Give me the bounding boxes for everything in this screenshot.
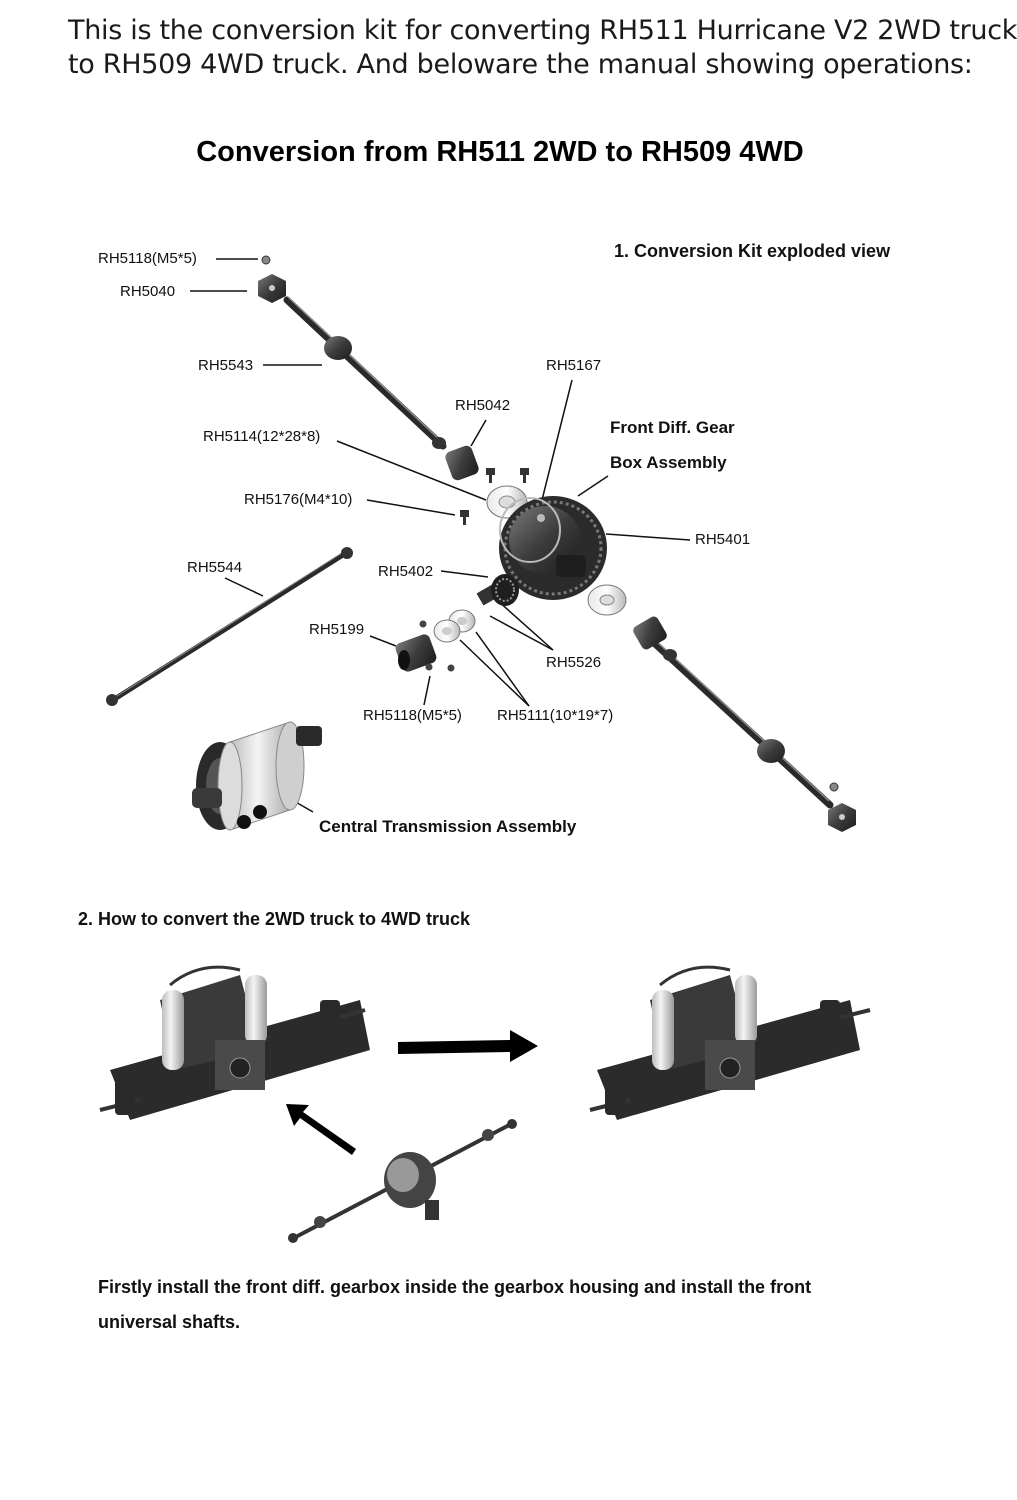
instruction-line-1: Firstly install the front diff. gearbox … [98,1277,812,1297]
label-front-diff-2: Box Assembly [610,453,727,472]
label-front-diff-1: Front Diff. Gear [610,418,735,437]
label-rh5199: RH5199 [309,621,365,638]
hex-hub-right [828,803,856,832]
label-rh5118-bottom: RH5118(M5*5) [363,707,462,724]
arrow-right [398,1030,538,1062]
intro-line-2: to RH509 4WD truck. And beloware the man… [68,49,973,80]
label-rh5176: RH5176(M4*10) [244,491,353,508]
central-transmission [192,721,322,831]
pinion-gear-rh5402 [476,574,519,606]
cup-rh5199 [395,634,437,672]
label-rh5401: RH5401 [695,531,751,548]
driveshaft-right [633,616,834,809]
label-rh5040: RH5040 [120,283,176,300]
label-rh5526: RH5526 [546,654,602,671]
front-diff-gear-rh5401 [499,496,607,600]
intro-text: This is the conversion kit for convertin… [68,14,1017,82]
leader-lines [190,258,691,813]
bearings-rh5111 [433,609,476,643]
label-rh5111: RH5111(10*19*7) [497,707,614,724]
label-rh5114: RH5114(12*28*8) [203,428,321,445]
label-rh5402: RH5402 [378,563,434,580]
dogbone-rh5544 [106,547,353,706]
arrow-up-left [286,1104,356,1155]
bolts [460,468,529,525]
chassis-2wd-illustration [99,965,370,1120]
intro-line-1: This is the conversion kit for convertin… [68,15,1017,46]
label-rh5167: RH5167 [546,357,602,374]
document-title: Conversion from RH511 2WD to RH509 4WD [196,136,804,168]
section-1-heading: 1. Conversion Kit exploded view [614,241,891,261]
set-screws-lower [419,620,455,672]
hex-hub-rh5040 [258,274,286,303]
instruction-text: Firstly install the front diff. gearbox … [98,1270,918,1340]
label-rh5544: RH5544 [187,559,243,576]
section-2-heading: 2. How to convert the 2WD truck to 4WD t… [78,909,471,929]
instruction-line-2: universal shafts. [98,1312,241,1332]
set-screw-right [829,782,839,792]
label-rh5543: RH5543 [198,357,254,374]
chassis-4wd-illustration [589,965,871,1120]
bearing-rh5114-right [587,584,627,616]
label-rh5118-top: RH5118(M5*5) [98,250,197,267]
driveshaft-rh5543 [283,296,447,450]
diff-assembly-with-shafts [288,1119,517,1243]
label-rh5042: RH5042 [455,397,511,414]
cup-rh5042 [445,445,479,481]
set-screw-top [261,255,271,265]
label-central-transmission: Central Transmission Assembly [319,817,577,836]
